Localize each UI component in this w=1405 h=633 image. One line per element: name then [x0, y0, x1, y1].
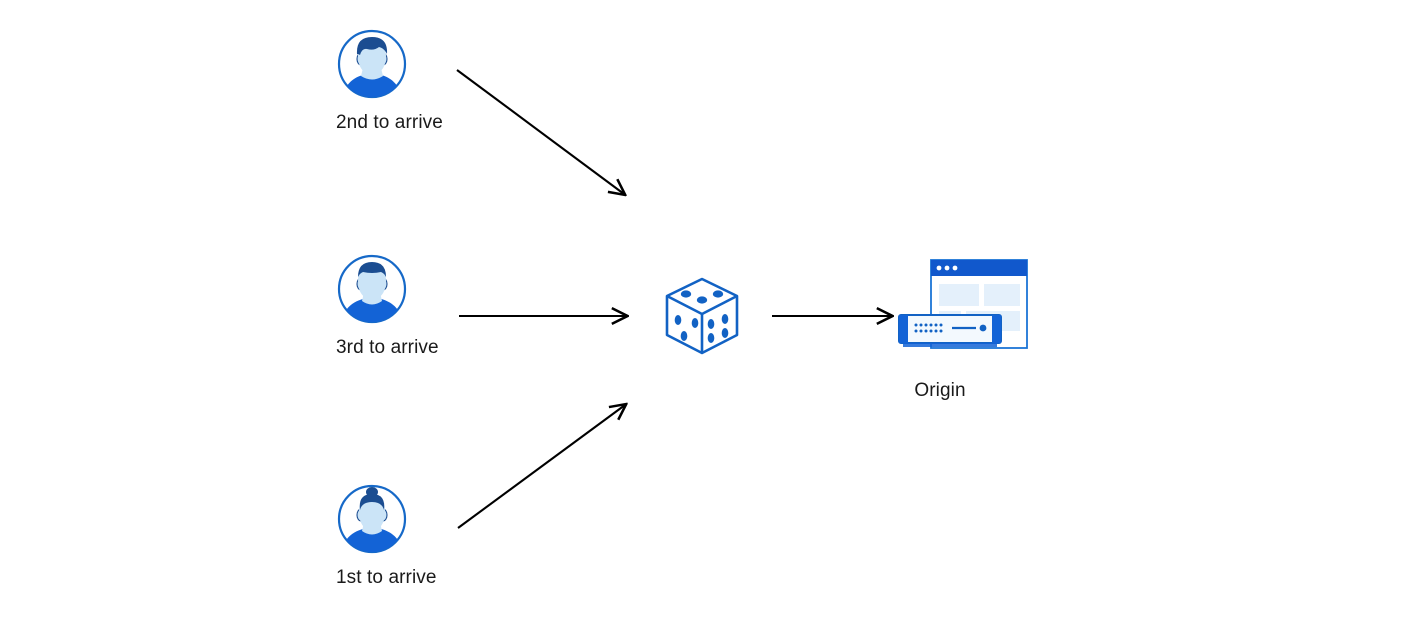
node-randomizer[interactable]: [663, 275, 741, 357]
server-device: [898, 314, 1002, 347]
user-avatar-icon: [337, 484, 407, 554]
arrow-1st-to-dice: [457, 405, 625, 529]
dice-icon: [665, 277, 739, 355]
node-label-user-2nd: 2nd to arrive: [336, 112, 443, 133]
node-label-user-3rd: 3rd to arrive: [336, 337, 439, 358]
node-origin[interactable]: Origin: [895, 258, 1035, 401]
user-avatar-icon: [337, 29, 407, 99]
node-user-1st[interactable]: 1st to arrive: [336, 483, 436, 588]
origin-server-icon: [898, 259, 1028, 349]
node-label-origin: Origin: [914, 380, 966, 401]
node-user-2nd[interactable]: 2nd to arrive: [336, 28, 443, 133]
node-label-user-1st: 1st to arrive: [336, 567, 437, 588]
arrow-2nd-to-dice: [456, 69, 624, 194]
user-avatar-icon: [337, 254, 407, 324]
node-user-3rd[interactable]: 3rd to arrive: [336, 253, 439, 358]
